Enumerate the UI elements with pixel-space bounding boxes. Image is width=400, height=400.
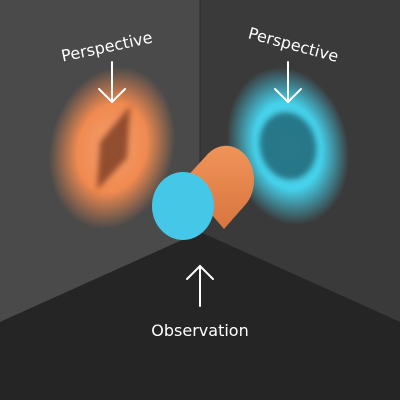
- circle-shadow: [259, 112, 317, 180]
- orange-projection: [48, 67, 176, 229]
- up-arrow-icon: [186, 264, 214, 307]
- observation-label: Observation: [151, 321, 248, 340]
- cylinder-face: [152, 172, 214, 240]
- down-arrow-icon: [98, 61, 126, 104]
- cylinder-body: [183, 145, 255, 229]
- floor: [0, 232, 400, 400]
- down-arrow-icon: [274, 61, 302, 104]
- square-shadow: [97, 106, 130, 190]
- cylinder: [152, 145, 255, 240]
- cyan-projection: [226, 67, 350, 225]
